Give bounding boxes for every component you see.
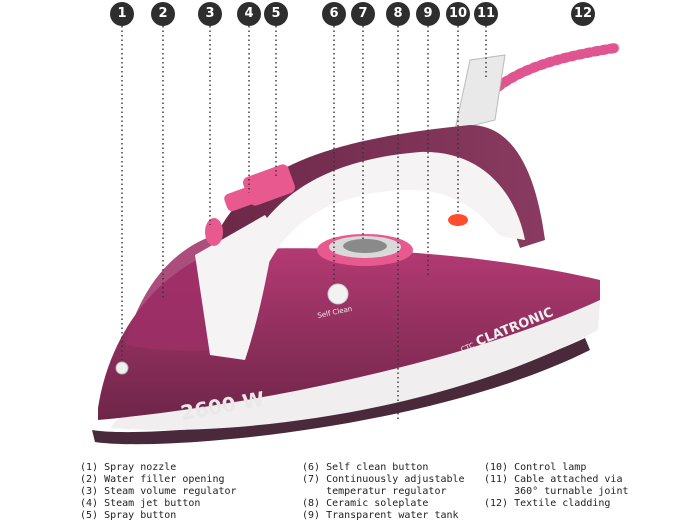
cable-joint [455,55,505,130]
callout-badge-10: 10 [446,2,470,26]
control-lamp [448,214,468,226]
legend-column-2: (6) Self clean button (7) Continuously a… [302,462,465,522]
legend-item: (2) Water filler opening [80,474,237,486]
legend-item: (8) Ceramic soleplate [302,498,465,510]
legend-item: (9) Transparent water tank [302,510,465,522]
legend-item: (3) Steam volume regulator [80,486,237,498]
legend-item: (4) Steam jet button [80,498,237,510]
callout-badge-9: 9 [416,2,440,26]
self-clean-button[interactable] [328,284,348,304]
callout-badge-11: 11 [474,2,498,26]
callout-badge-12: 12 [571,2,595,26]
legend-column-1: (1) Spray nozzle (2) Water filler openin… [80,462,237,522]
legend-item: (11) Cable attached via [484,474,629,486]
legend-item: (7) Continuously adjustable [302,474,465,486]
callout-badge-7: 7 [351,2,375,26]
legend-item: (1) Spray nozzle [80,462,237,474]
legend-item: (10) Control lamp [484,462,629,474]
callout-badge-3: 3 [198,2,222,26]
spray-nozzle[interactable] [116,362,128,374]
legend-column-3: (10) Control lamp (11) Cable attached vi… [484,462,629,510]
legend-item: (5) Spray button [80,510,237,522]
steam-volume-regulator[interactable] [205,218,223,246]
callout-badge-6: 6 [322,2,346,26]
callout-badge-5: 5 [264,2,288,26]
legend-item: (12) Textile cladding [484,498,629,510]
callout-badge-8: 8 [386,2,410,26]
legend-item: 360° turnable joint [484,486,629,498]
legend-item: temperatur regulator [302,486,465,498]
callout-badge-4: 4 [237,2,261,26]
callout-badge-2: 2 [151,2,175,26]
callout-badge-1: 1 [110,2,134,26]
legend-item: (6) Self clean button [302,462,465,474]
